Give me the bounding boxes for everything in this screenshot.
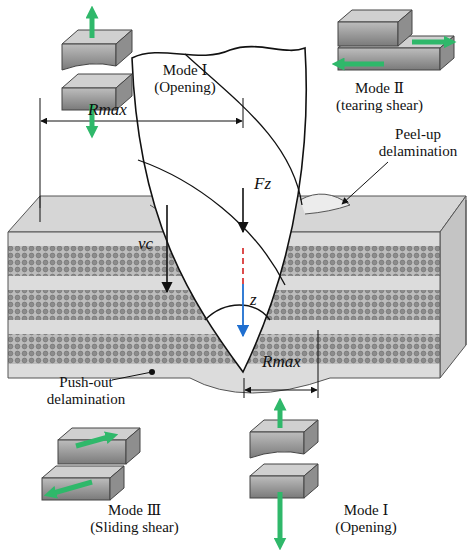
mode-label: Mode Ⅰ (Opening): [326, 502, 406, 537]
drill-lip: [205, 305, 270, 320]
block-face: [62, 44, 116, 70]
load-arrow: [76, 436, 112, 446]
block-face: [250, 432, 304, 458]
dimension-line: [41, 121, 242, 122]
drill-body: [132, 47, 306, 372]
block-face: [42, 478, 110, 500]
mode-two-block: [338, 10, 454, 70]
axis-symbol: z: [250, 290, 257, 310]
load-arrow: [278, 404, 283, 428]
z-axis-arrow: [242, 284, 244, 336]
load-arrow: [338, 62, 384, 67]
load-arrow: [90, 12, 95, 38]
mode-one-block: [250, 420, 318, 498]
plate-side-face: [440, 196, 466, 378]
twist-drill: [132, 47, 306, 372]
leader-line: [112, 372, 152, 380]
velocity-symbol: vc: [138, 234, 153, 254]
center-line: [243, 98, 244, 128]
dimension-label: Rmax: [88, 100, 127, 120]
dimension-extension: [318, 330, 319, 398]
block-face: [250, 476, 304, 498]
block-face: [398, 10, 412, 46]
block-face: [126, 428, 140, 464]
dimension-extension: [40, 98, 41, 222]
mode-one-block: [62, 30, 132, 110]
block-face: [304, 420, 318, 454]
callout-label: Push-out delamination: [40, 374, 132, 409]
block-face: [116, 30, 132, 66]
dimension-line: [245, 390, 317, 391]
force-symbol: Fz: [254, 174, 271, 194]
mode-label: Mode Ⅰ (Opening): [145, 62, 225, 97]
velocity-arrow: [166, 205, 168, 292]
block-face: [338, 22, 398, 46]
load-arrow: [50, 482, 92, 494]
load-arrow: [278, 492, 283, 544]
mode-label: Mode Ⅱ (tearing shear): [333, 80, 426, 115]
dimension-extension: [244, 378, 245, 398]
axis-dash: [242, 248, 244, 284]
drill-flute: [138, 160, 285, 285]
leader-line: [342, 162, 388, 204]
block-face: [338, 48, 440, 70]
block-face: [304, 464, 318, 498]
mode-three-block: [42, 428, 140, 500]
force-arrow: [242, 188, 244, 232]
dimension-label: Rmax: [262, 352, 301, 372]
mode-label: Mode Ⅲ (Sliding shear): [88, 502, 181, 537]
block-face: [110, 466, 124, 500]
callout-label: Peel-up delamination: [372, 126, 464, 161]
load-arrow: [412, 40, 450, 45]
